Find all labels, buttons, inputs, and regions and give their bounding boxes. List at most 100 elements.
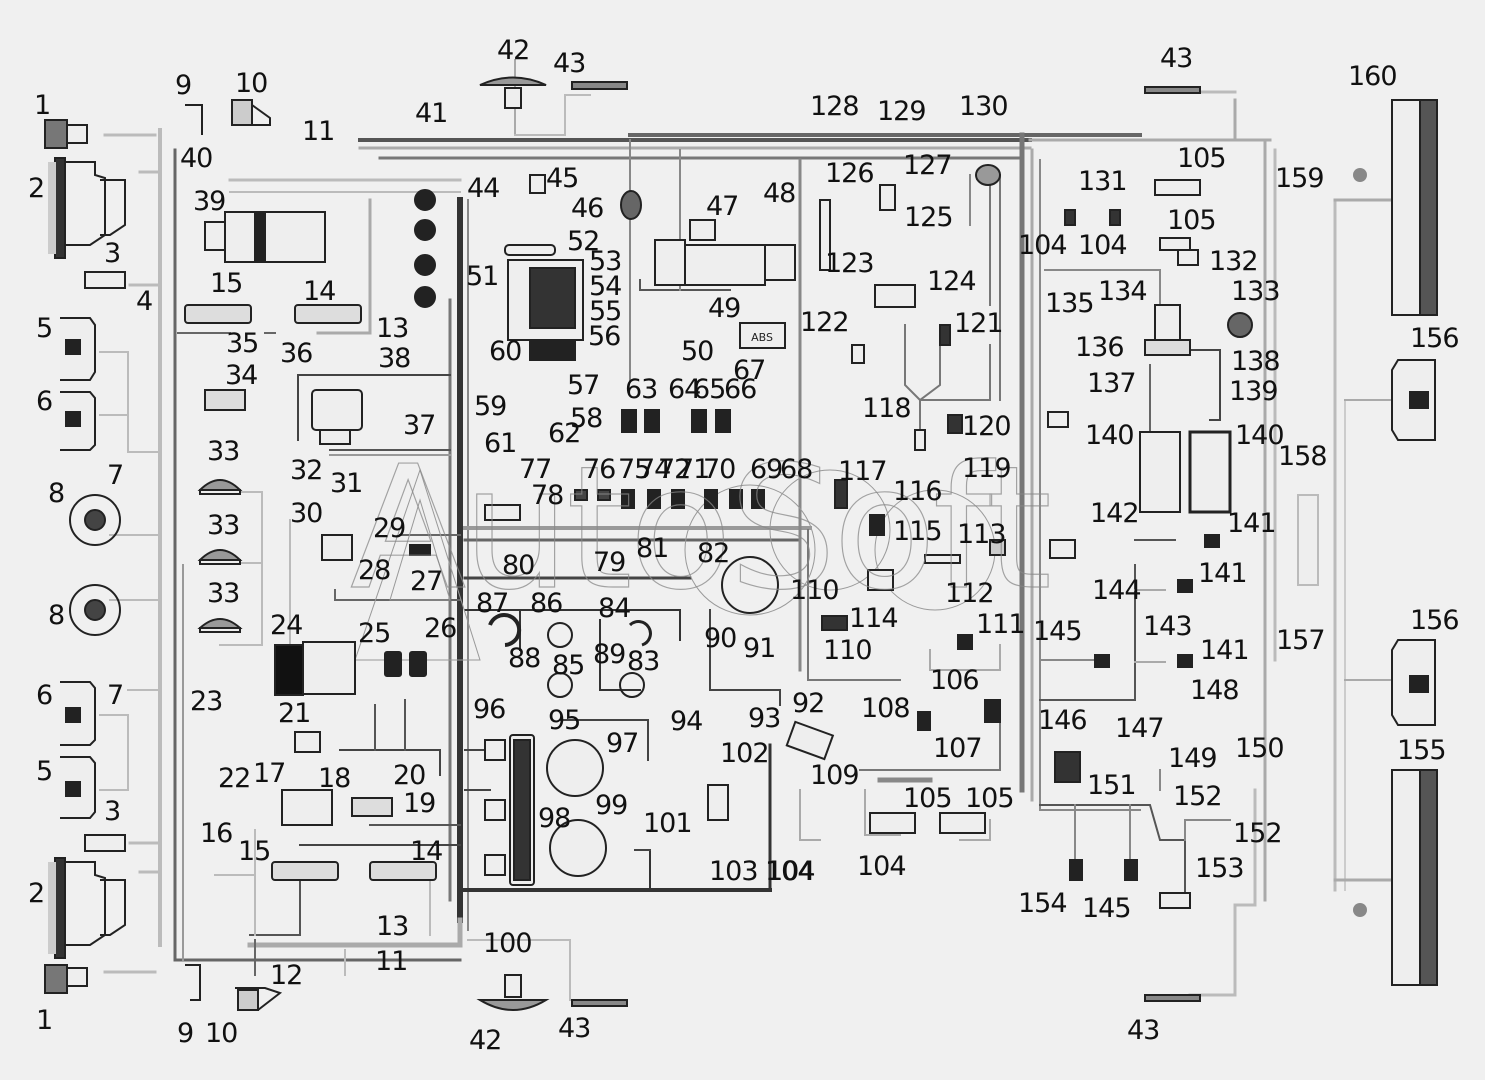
callout-label-76: 76: [583, 454, 616, 485]
callout-label-89: 89: [593, 639, 626, 670]
callout-label-40: 40: [180, 143, 213, 174]
callout-label-141c: 141: [1200, 635, 1250, 666]
callout-label-42b: 42: [469, 1025, 502, 1056]
callout-label-136: 136: [1075, 332, 1125, 363]
callout-label-43b: 43: [558, 1013, 591, 1044]
callout-label-33b: 33: [207, 510, 240, 541]
callout-label-11a: 11: [302, 116, 335, 147]
callout-label-75: 75: [618, 454, 651, 485]
callout-label-70: 70: [703, 454, 736, 485]
callout-label-81: 81: [636, 533, 669, 564]
callout-label-144: 144: [1092, 575, 1142, 606]
callout-label-156a: 156: [1410, 323, 1460, 354]
callout-label-104c: 104: [857, 851, 907, 882]
callout-label-15b: 15: [238, 836, 271, 867]
callout-label-78: 78: [531, 480, 564, 511]
callout-label-110a: 110: [790, 575, 840, 606]
callout-label-154: 154: [1018, 888, 1068, 919]
callout-label-64: 64: [668, 374, 701, 405]
callout-label-42a: 42: [497, 35, 530, 66]
callout-label-90: 90: [704, 623, 737, 654]
callout-label-65: 65: [693, 374, 726, 405]
callout-label-69: 69: [750, 454, 783, 485]
callout-label-23: 23: [190, 686, 223, 717]
callout-label-101: 101: [643, 808, 693, 839]
callout-label-57: 57: [567, 370, 600, 401]
callout-label-16: 16: [200, 818, 233, 849]
callout-label-43a: 43: [553, 48, 586, 79]
callout-label-149: 149: [1168, 743, 1218, 774]
callout-label-109: 109: [810, 760, 860, 791]
callout-label-10a: 10: [235, 68, 268, 99]
callout-label-145b: 145: [1082, 893, 1132, 924]
callout-label-1b: 1: [36, 1005, 53, 1036]
callout-label-38: 38: [378, 343, 411, 374]
callout-label-5b: 5: [36, 756, 53, 787]
callout-label-157: 157: [1276, 625, 1326, 656]
callout-label-54: 54: [589, 271, 622, 302]
callout-label-59: 59: [474, 391, 507, 422]
callout-label-24: 24: [270, 610, 303, 641]
callout-label-132: 132: [1209, 246, 1259, 277]
callout-label-105c: 105: [1177, 143, 1227, 174]
callout-label-112: 112: [945, 578, 995, 609]
callout-label-111: 111: [976, 609, 1026, 640]
callout-label-29: 29: [373, 513, 406, 544]
callout-label-131: 131: [1078, 166, 1128, 197]
callout-label-129: 129: [877, 96, 927, 127]
callout-label-11b: 11: [375, 946, 408, 977]
callout-label-47: 47: [706, 191, 739, 222]
callout-label-80: 80: [502, 550, 535, 581]
callout-label-95: 95: [548, 705, 581, 736]
center-components: ABS: [414, 76, 835, 1011]
callout-label-15a: 15: [210, 268, 243, 299]
callout-label-10b: 10: [205, 1018, 238, 1049]
callout-label-72: 72: [658, 454, 691, 485]
callout-label-1a: 1: [34, 90, 51, 121]
callout-label-126: 126: [825, 158, 875, 189]
callout-label-140a: 140: [1085, 420, 1135, 451]
callout-label-158: 158: [1278, 441, 1328, 472]
callout-label-6b: 6: [36, 680, 53, 711]
callout-label-2b: 2: [28, 878, 45, 909]
callout-label-82: 82: [697, 538, 730, 569]
callout-label-117: 117: [838, 456, 888, 487]
callout-label-46: 46: [571, 193, 604, 224]
callout-label-108: 108: [861, 693, 911, 724]
right-components: [819, 86, 1438, 1002]
callout-label-152a: 152: [1173, 781, 1223, 812]
callout-label-48: 48: [763, 178, 796, 209]
callout-label-28: 28: [358, 555, 391, 586]
callout-label-66: 66: [724, 374, 757, 405]
callout-label-105a: 105: [903, 783, 953, 814]
callout-label-140b: 140: [1235, 420, 1285, 451]
callout-label-107: 107: [933, 733, 983, 764]
callout-label-13b: 13: [376, 911, 409, 942]
callout-label-155: 155: [1397, 735, 1447, 766]
callout-label-35: 35: [226, 328, 259, 359]
callout-label-43c: 43: [1160, 43, 1193, 74]
callout-label-33c: 33: [207, 578, 240, 609]
callout-label-58: 58: [570, 403, 603, 434]
callout-label-102: 102: [720, 738, 770, 769]
callout-label-84: 84: [598, 593, 631, 624]
callout-label-55: 55: [589, 296, 622, 327]
callout-label-143: 143: [1143, 611, 1193, 642]
callout-label-3b: 3: [104, 796, 121, 827]
callout-label-33a: 33: [207, 436, 240, 467]
callout-label-36: 36: [280, 338, 313, 369]
callout-label-141a: 141: [1227, 508, 1277, 539]
callout-label-32: 32: [290, 455, 323, 486]
callout-label-45: 45: [546, 163, 579, 194]
callout-label-113: 113: [957, 519, 1007, 550]
callout-label-122: 122: [800, 307, 850, 338]
callout-label-125: 125: [904, 202, 954, 233]
callout-label-105d: 105: [1167, 205, 1217, 236]
callout-label-106: 106: [930, 665, 980, 696]
callout-label-87: 87: [476, 588, 509, 619]
callout-label-43d: 43: [1127, 1015, 1160, 1046]
callout-label-135: 135: [1045, 288, 1095, 319]
callout-label-14a: 14: [303, 276, 336, 307]
callout-label-93: 93: [748, 703, 781, 734]
